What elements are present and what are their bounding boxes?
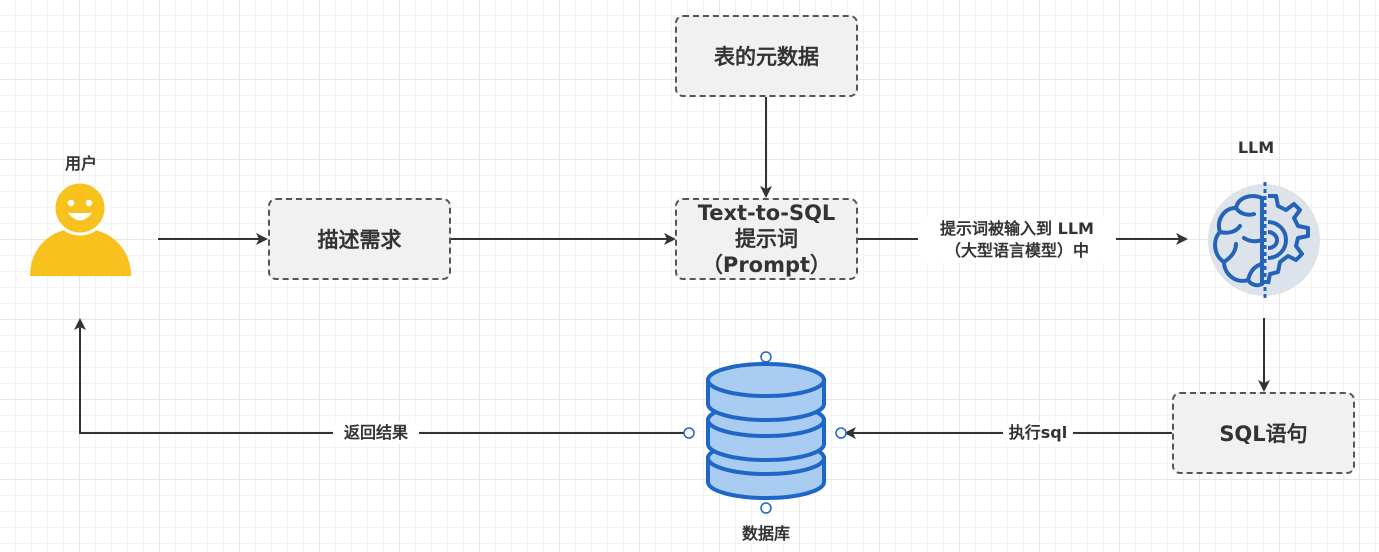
arrow-database-to-user (74, 318, 689, 434)
table-metadata-box[interactable]: 表的元数据 (675, 15, 858, 97)
prompt-subtitle: 提示词 (735, 227, 798, 251)
prompt-to-llm-label-line2: （大型语言模型）中 (944, 241, 1089, 260)
prompt-to-llm-label: 提示词被输入到 LLM （大型语言模型）中 (918, 218, 1116, 262)
sql-statement-box[interactable]: SQL语句 (1172, 392, 1355, 474)
prompt-box[interactable]: Text-to-SQL 提示词 （Prompt） (675, 198, 858, 280)
prompt-title: Text-to-SQL (697, 201, 836, 225)
database-label: 数据库 (741, 524, 790, 543)
user-label: 用户 (64, 154, 97, 173)
return-result-label: 返回结果 (333, 422, 419, 444)
prompt-to-llm-label-line1: 提示词被输入到 LLM (940, 219, 1094, 238)
describe-need-box[interactable]: 描述需求 (268, 198, 451, 280)
prompt-paren: （Prompt） (701, 253, 832, 277)
execute-sql-label: 执行sql (1003, 422, 1073, 444)
llm-label: LLM (1237, 138, 1275, 157)
